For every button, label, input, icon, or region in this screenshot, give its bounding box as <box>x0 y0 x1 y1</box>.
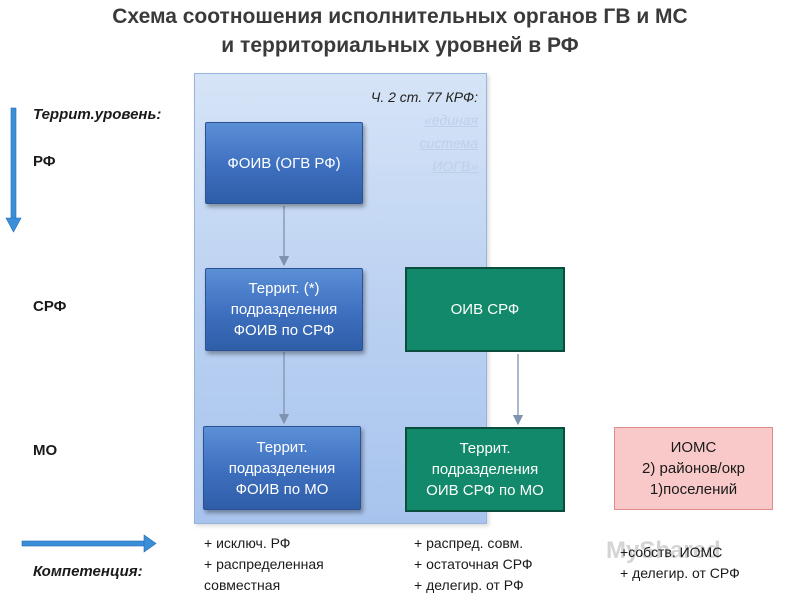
box-oiv-srf-mo-line-2: подразделения <box>431 461 539 478</box>
title-line-1: Схема соотношения исполнительных органов… <box>112 5 688 28</box>
box-oiv-srf-mo-line-3: ОИВ СРФ по МО <box>426 482 544 499</box>
box-foiv-srf: Террит. (*) подразделения ФОИВ по СРФ <box>205 268 363 351</box>
box-oiv-srf-mo-line-1: Террит. <box>459 440 511 457</box>
panel-note-line-2: «единая <box>424 112 478 128</box>
competence-rf-line-2: + распределенная <box>204 556 324 572</box>
box-oiv-srf: ОИВ СРФ <box>405 267 565 352</box>
competence-rf-line-3: совместная <box>204 577 281 593</box>
box-oiv-srf-label: ОИВ СРФ <box>450 301 520 318</box>
box-foiv-mo-line-3: ФОИВ по МО <box>235 480 329 498</box>
box-ioms-line-3: 1)поселений <box>649 481 738 498</box>
level-rf: РФ <box>33 153 56 170</box>
competence-srf-line-3: + делегир. от РФ <box>414 577 524 593</box>
panel-note-line-4: ИОГВ» <box>432 158 478 174</box>
box-foiv-srf-line-3: ФОИВ по СРФ <box>233 322 335 339</box>
panel-note-line-3: система <box>419 135 478 151</box>
box-foiv-srf-line-2: подразделения <box>230 301 338 318</box>
level-mo: МО <box>33 442 58 459</box>
watermark: MyShared <box>606 537 721 564</box>
box-foiv-label: ФОИВ (ОГВ РФ) <box>227 154 341 172</box>
competence-label: Компетенция: <box>33 563 143 580</box>
competence-srf-line-2: + остаточная СРФ <box>414 556 533 572</box>
territorial-level-label: Террит.уровень: <box>33 106 162 123</box>
competence-srf-line-1: + распред. совм. <box>414 535 524 551</box>
right-arrow-icon <box>21 534 157 553</box>
box-foiv-mo-line-2: подразделения <box>228 459 336 477</box>
competence-srf: + распред. совм. + остаточная СРФ + деле… <box>414 533 533 596</box>
competence-rf-line-1: + исключ. РФ <box>204 535 291 551</box>
competence-mo-line-1: +собств. ИОМС <box>620 544 723 560</box>
box-foiv-srf-line-1: Террит. (*) <box>248 280 320 297</box>
competence-mo-line-2: + делегир. от СРФ <box>620 565 740 581</box>
title-line-2: и территориальных уровней в РФ <box>221 34 579 57</box>
panel-note-line-1: Ч. 2 ст. 77 КРФ: <box>370 89 478 105</box>
box-foiv-mo-line-1: Террит. <box>256 438 308 456</box>
down-arrow-icon <box>5 107 22 233</box>
box-foiv-mo: Террит. подразделения ФОИВ по МО <box>203 426 361 510</box>
box-ioms-line-2: 2) районов/окр <box>642 460 745 477</box>
competence-rf: + исключ. РФ + распределенная совместная <box>204 533 324 596</box>
box-oiv-srf-mo: Террит. подразделения ОИВ СРФ по МО <box>405 427 565 512</box>
box-ioms: ИОМС 2) районов/окр 1)поселений <box>614 427 773 510</box>
box-foiv: ФОИВ (ОГВ РФ) <box>205 122 363 204</box>
level-srf: СРФ <box>33 298 67 315</box>
box-ioms-line-1: ИОМС <box>670 439 717 456</box>
competence-mo: +собств. ИОМС + делегир. от СРФ <box>620 542 740 584</box>
